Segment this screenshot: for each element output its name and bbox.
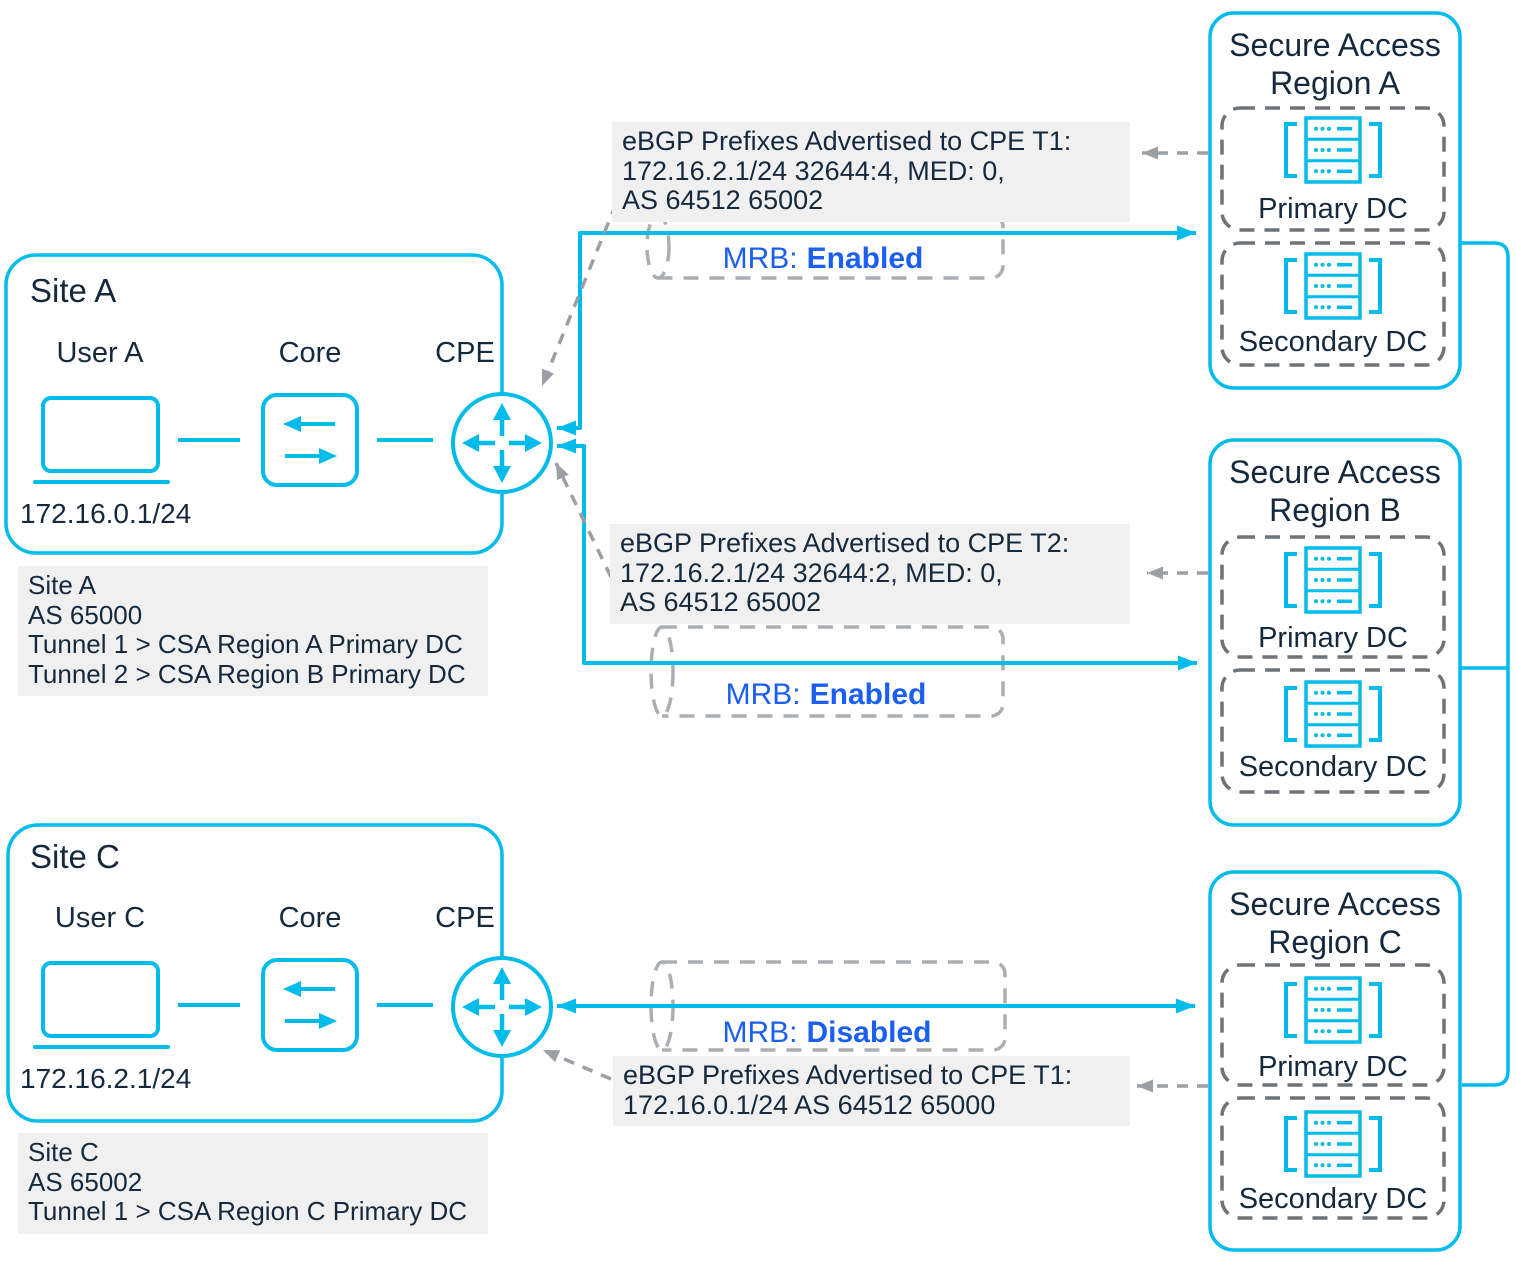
ebgp-line: eBGP Prefixes Advertised to CPE T1:: [623, 1060, 1073, 1090]
region-a-secondary-dc-box: [1220, 241, 1446, 367]
region-c-primary-dc-label: Primary DC: [1258, 1051, 1408, 1083]
region-title-line: Secure Access: [1229, 454, 1441, 490]
mrb-status-value: Enabled: [809, 678, 927, 711]
mrb-status-value: Enabled: [806, 242, 924, 275]
region-title-line: Secure Access: [1229, 27, 1441, 63]
tunnel1-line: [557, 225, 1196, 436]
label2-to-cpe-a-arrow: [554, 462, 613, 578]
ebgp-line: 172.16.2.1/24 32644:4, MED: 0,: [622, 155, 1005, 186]
ebgp-line: eBGP Prefixes Advertised to CPE T2:: [620, 528, 1070, 558]
user-c-label: User C: [54, 902, 146, 934]
site-c-cpe-router-icon: [453, 958, 551, 1056]
site-internal-links: [178, 438, 433, 1007]
mrb-prefix: MRB:: [725, 678, 801, 711]
site-a-info-box: Site A AS 65000 Tunnel 1 > CSA Region A …: [18, 566, 488, 696]
user-a-laptop-icon: [33, 396, 170, 484]
region-b-title: Secure Access Region B: [1210, 453, 1460, 529]
region-b-secondary-dc-label: Secondary DC: [1238, 751, 1428, 783]
mrb-prefix: MRB:: [722, 1016, 798, 1049]
site-a-info-line: Tunnel 2 > CSA Region B Primary DC: [28, 658, 466, 689]
site-c-title: Site C: [30, 838, 120, 875]
ebgp-line: eBGP Prefixes Advertised to CPE T1:: [622, 126, 1072, 156]
region-title-line: Secure Access: [1229, 886, 1441, 922]
dc-dashed-boxes: [1220, 106, 1446, 1220]
user-c-laptop-icon: [33, 961, 170, 1049]
region-c-secondary-dc-label: Secondary DC: [1238, 1183, 1428, 1215]
inter-region-link: [1460, 241, 1510, 1087]
site-a-cpe-router-icon: [453, 394, 551, 492]
mrb-status-value: Disabled: [806, 1016, 932, 1049]
site-c-core-switch-icon: [261, 958, 359, 1052]
site-a-core-label: Core: [278, 337, 342, 369]
region-b-primary-dc-label: Primary DC: [1258, 622, 1408, 654]
region-title-line: Region A: [1270, 65, 1400, 101]
region-c-primary-dc-box: [1220, 963, 1446, 1087]
region-a-primary-dc-label: Primary DC: [1258, 193, 1408, 225]
tunnel3-mrb-status: MRB:Disabled: [647, 1016, 1007, 1050]
tunnel-lines: [557, 225, 1197, 1014]
user-a-label: User A: [56, 337, 144, 369]
label1-to-cpe-a-arrow: [540, 203, 618, 387]
region-a-title: Secure Access Region A: [1210, 26, 1460, 102]
site-a-ip: 172.16.0.1/24: [20, 498, 192, 529]
site-c-ip: 172.16.2.1/24: [20, 1063, 192, 1094]
region-c-secondary-dc-box: [1220, 1096, 1446, 1220]
region-b-secondary-dc-box: [1220, 668, 1446, 794]
region-title-line: Region B: [1269, 492, 1401, 528]
tunnel1-mrb-status: MRB:Enabled: [643, 242, 1003, 276]
site-a-core-switch-icon: [261, 393, 359, 487]
site-a-info-line: Tunnel 1 > CSA Region A Primary DC: [28, 629, 463, 659]
region-c-title: Secure Access Region C: [1210, 885, 1460, 961]
ebgp-line: AS 64512 65002: [620, 587, 822, 618]
site-a-title: Site A: [30, 272, 117, 309]
tunnel-cylinders: [645, 213, 1007, 1052]
region-a-secondary-dc-label: Secondary DC: [1238, 326, 1428, 358]
ebgp-line: AS 64512 65002: [622, 185, 824, 216]
ebgp-line: 172.16.2.1/24 32644:2, MED: 0,: [620, 557, 1003, 588]
site-a-info-line: AS 65000: [28, 599, 143, 630]
site-c-info-line: Tunnel 1 > CSA Region C Primary DC: [28, 1196, 468, 1226]
ebgp-line: 172.16.0.1/24 AS 64512 65000: [623, 1089, 996, 1120]
region-a-primary-dc-box: [1220, 106, 1446, 232]
site-a-info-line: Site A: [28, 570, 96, 600]
label3-to-cpe-c-arrow: [542, 1048, 612, 1081]
tunnel2-cylinder: [662, 625, 1005, 718]
tunnel2-mrb-status: MRB:Enabled: [646, 678, 1006, 712]
region-b-primary-dc-box: [1220, 535, 1446, 659]
mrb-prefix: MRB:: [722, 242, 798, 275]
region-title-line: Region C: [1268, 924, 1402, 960]
site-a-cpe-label: CPE: [435, 337, 495, 369]
ebgp-label-t1-region-c: eBGP Prefixes Advertised to CPE T1: 172.…: [613, 1056, 1130, 1127]
site-c-cpe-label: CPE: [435, 902, 495, 934]
site-c-info-line: Site C: [28, 1137, 99, 1167]
site-c-info-line: AS 65002: [28, 1166, 143, 1197]
tunnel3-cylinder: [662, 960, 1007, 1052]
ebgp-label-t2-region-b: eBGP Prefixes Advertised to CPE T2: 172.…: [610, 524, 1130, 624]
tunnel2-line: [557, 438, 1197, 671]
site-c-core-label: Core: [278, 902, 342, 934]
bgp-advertisement-arrows: [540, 146, 1208, 1093]
ebgp-label-t1-region-a: eBGP Prefixes Advertised to CPE T1: 172.…: [612, 122, 1130, 222]
site-c-info-box: Site C AS 65002 Tunnel 1 > CSA Region C …: [18, 1133, 488, 1234]
